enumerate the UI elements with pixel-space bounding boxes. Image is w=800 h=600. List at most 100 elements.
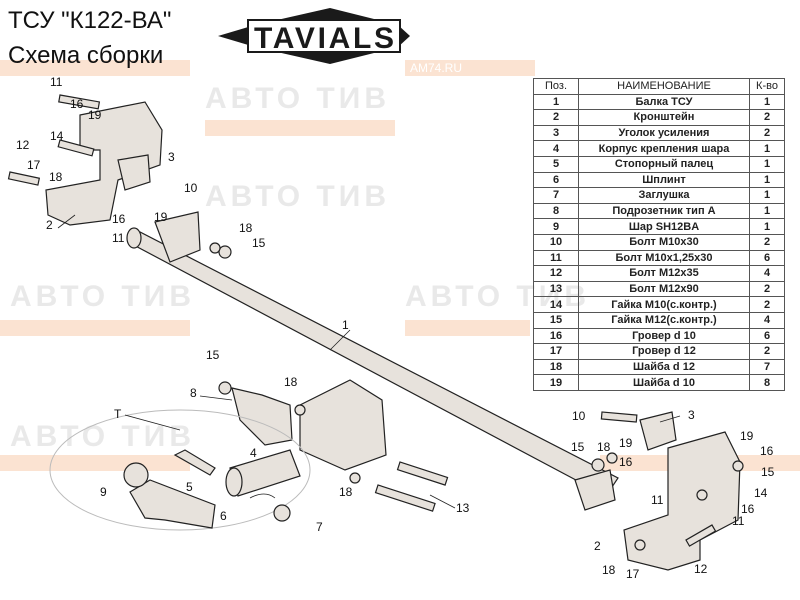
callout: 8 [190,386,197,400]
callout: 15 [206,348,220,362]
reinforcement-angle-right [639,411,677,451]
callout: 16 [70,97,84,111]
callout: 11 [732,514,745,528]
cell-pos: 3 [533,124,579,142]
callout: 15 [761,465,775,479]
watermark-bar: AM74.RU [405,60,535,76]
cell-pos: 4 [533,140,579,157]
callout: 11 [50,75,63,89]
watermark-bar [0,60,190,76]
cell-qty: 1 [749,155,785,173]
col-header-name: НАИМЕНОВАНИЕ [578,78,750,95]
cell-pos: 18 [533,358,579,376]
col-header-pos: Поз. [533,78,579,95]
cell-name: Заглушка [578,187,750,204]
cell-name: Болт М12х35 [578,265,750,282]
cell-pos: 10 [533,233,579,251]
cell-name: Подрозетник тип А [578,202,750,220]
cell-name: Кронштейн [578,109,750,126]
callout: 18 [602,563,616,577]
callout: 10 [572,409,586,423]
cell-name: Гровер d 10 [578,327,750,345]
cell-qty: 1 [749,202,785,220]
ball-mount [49,409,311,531]
callout: 12 [694,562,708,576]
cell-qty: 8 [749,374,785,391]
cell-qty: 2 [749,233,785,251]
callout: 4 [250,446,257,460]
cell-name: Балка ТСУ [578,93,750,111]
cell-pos: 19 [533,374,579,391]
cell-qty: 2 [749,124,785,142]
cell-name: Корпус крепления шара [578,140,750,157]
callout: 7 [316,520,323,534]
cell-pos: 17 [533,343,579,360]
tavials-logo: TAVIALS [218,8,410,64]
callout: 6 [220,509,227,523]
cell-name: Гайка М12(с.контр.) [578,311,750,329]
callout: 19 [88,108,102,122]
callout: 15 [571,440,585,454]
tow-beam [126,211,619,511]
reinforcement-angle-left [117,154,151,191]
watermark-bar [205,120,395,136]
cell-pos: 11 [533,249,579,267]
callout: 17 [27,158,41,172]
callout: 2 [594,539,601,553]
callout: 2 [46,218,53,232]
callout: 16 [760,444,774,458]
callout: 1 [342,318,349,332]
cell-name: Болт М12х90 [578,280,750,298]
watermark-bar [405,320,530,336]
callout: T [114,407,122,421]
callout: 18 [239,221,253,235]
callout: 3 [688,408,695,422]
cell-name: Гровер d 12 [578,343,750,360]
callout-labels: 11 16 19 14 12 17 18 3 10 16 19 11 2 18 … [16,75,775,581]
callout: 16 [741,502,755,516]
cell-name: Шплинт [578,171,750,189]
svg-text:TAVIALS: TAVIALS [254,22,394,55]
callout: 3 [168,150,175,164]
cell-qty: 2 [749,280,785,298]
callout: 16 [619,455,633,469]
leader-lines [57,214,681,509]
cell-pos: 5 [533,155,579,173]
cell-qty: 2 [749,296,785,313]
cell-qty: 1 [749,218,785,235]
callout: 19 [740,429,754,443]
callout: 11 [112,231,125,245]
callout: 15 [252,236,266,250]
page-subtitle: Схема сборки [8,42,164,69]
cell-pos: 9 [533,218,579,235]
cell-qty: 2 [749,343,785,360]
cell-qty: 4 [749,265,785,282]
watermark: АВТО ТИВ [10,420,195,453]
bolts [7,94,744,551]
cell-pos: 8 [533,202,579,220]
cell-pos: 7 [533,187,579,204]
callout: 14 [754,486,768,500]
page-title: ТСУ "К122-ВА" [8,7,172,34]
callout: 11 [651,493,664,507]
cell-qty: 1 [749,171,785,189]
cell-name: Болт М10х30 [578,233,750,251]
callout: 10 [184,181,198,195]
callout: 16 [112,212,126,226]
callout: 5 [186,480,193,494]
callout: 19 [619,436,633,450]
